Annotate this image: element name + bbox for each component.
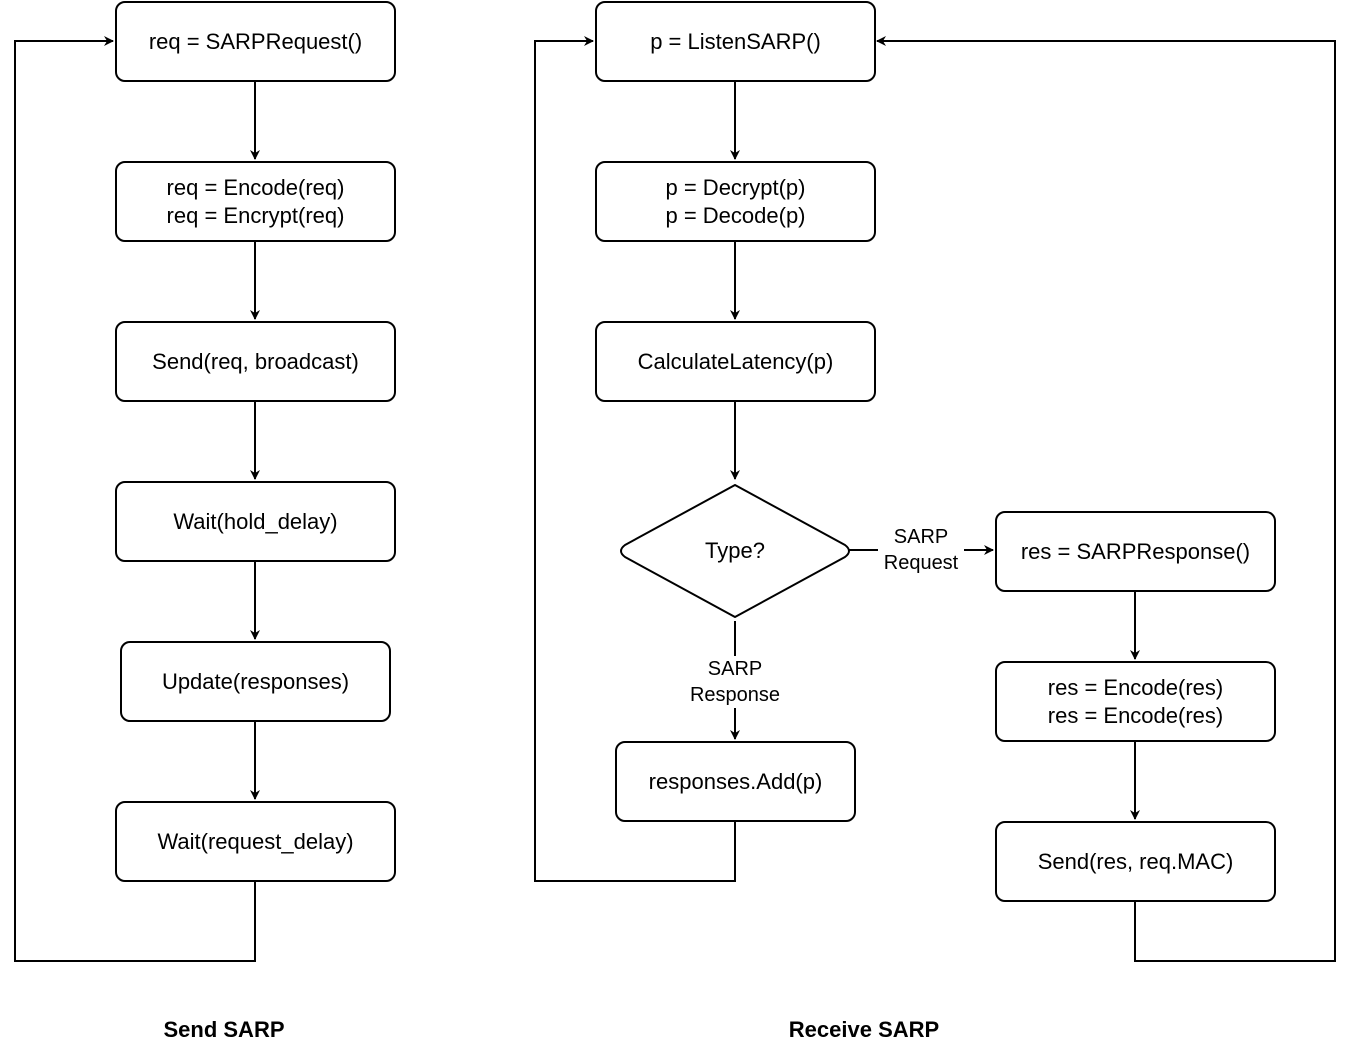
sarp-response-label: res = SARPResponse() xyxy=(1020,538,1251,564)
edge-label-response-line1: SARP xyxy=(707,658,763,680)
type-decision-diamond xyxy=(620,484,850,618)
update-responses-label: Update(responses) xyxy=(161,668,350,694)
edge-label-sarp-response: SARP Response xyxy=(680,656,790,708)
encode-response-label-1: res = Encode(res) xyxy=(1047,674,1224,700)
edge-label-response-line2: Response xyxy=(689,684,781,706)
type-decision-label: Type? xyxy=(705,538,765,563)
sarp-request-label: req = SARPRequest() xyxy=(148,28,363,54)
decode-label: p = Decode(p) xyxy=(665,202,806,228)
edge-add-response-loop-back xyxy=(534,36,736,882)
add-response-node: responses.Add(p) xyxy=(615,741,856,822)
calculate-latency-label: CalculateLatency(p) xyxy=(637,348,834,374)
send-response-node: Send(res, req.MAC) xyxy=(995,821,1276,902)
sarp-response-node: res = SARPResponse() xyxy=(995,511,1276,592)
listen-sarp-node: p = ListenSARP() xyxy=(595,1,876,82)
decrypt-label: p = Decrypt(p) xyxy=(665,174,806,200)
wait-request-node: Wait(request_delay) xyxy=(115,801,396,882)
receive-sarp-title: Receive SARP xyxy=(788,1017,940,1042)
edge-label-request-line2: Request xyxy=(883,552,959,574)
encode-label: req = Encode(req) xyxy=(166,174,345,200)
edge-send-loop-back xyxy=(14,36,256,962)
wait-request-label: Wait(request_delay) xyxy=(157,828,354,854)
calculate-latency-node: CalculateLatency(p) xyxy=(595,321,876,402)
encode-response-label-2: res = Encode(res) xyxy=(1047,702,1224,728)
send-response-label: Send(res, req.MAC) xyxy=(1037,848,1234,874)
send-sarp-title: Send SARP xyxy=(163,1017,285,1042)
edge-send-res-loop-back xyxy=(876,36,1336,962)
wait-hold-node: Wait(hold_delay) xyxy=(115,481,396,562)
edge-label-request-line1: SARP xyxy=(893,526,949,548)
encode-encrypt-node: req = Encode(req) req = Encrypt(req) xyxy=(115,161,396,242)
encode-response-node: res = Encode(res) res = Encode(res) xyxy=(995,661,1276,742)
add-response-label: responses.Add(p) xyxy=(648,768,823,794)
listen-sarp-label: p = ListenSARP() xyxy=(650,28,821,54)
sarp-request-node: req = SARPRequest() xyxy=(115,1,396,82)
send-broadcast-node: Send(req, broadcast) xyxy=(115,321,396,402)
decrypt-decode-node: p = Decrypt(p) p = Decode(p) xyxy=(595,161,876,242)
send-broadcast-label: Send(req, broadcast) xyxy=(152,348,359,374)
wait-hold-label: Wait(hold_delay) xyxy=(173,508,338,534)
encrypt-label: req = Encrypt(req) xyxy=(166,202,345,228)
edge-label-sarp-request: SARP Request xyxy=(878,524,964,576)
update-responses-node: Update(responses) xyxy=(120,641,391,722)
